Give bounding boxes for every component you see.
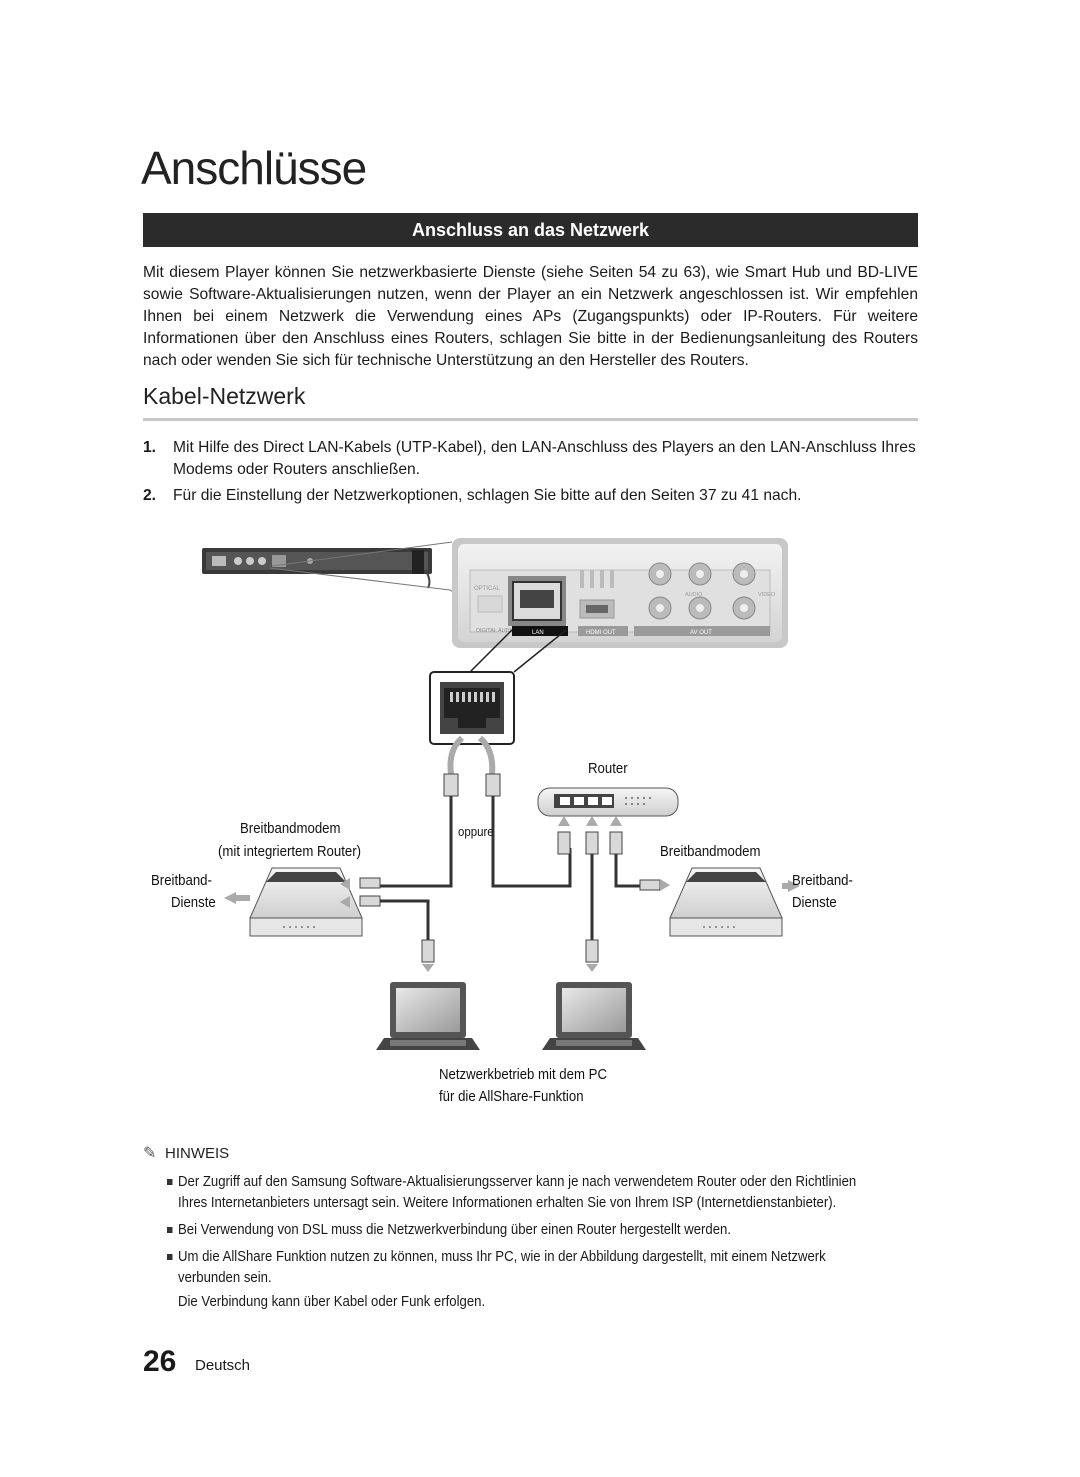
note-bullet-text: Bei Verwendung von DSL muss die Netzwerk… bbox=[178, 1222, 731, 1238]
step-text: Für die Einstellung der Netzwerkoptionen… bbox=[173, 487, 802, 504]
subheading-rule bbox=[143, 418, 918, 421]
label-service-left-2: Dienste bbox=[171, 894, 216, 911]
lan-jack-large bbox=[429, 671, 515, 745]
label-modem-left: Breitbandmodem bbox=[240, 820, 341, 837]
label-modem-left-sub: (mit integriertem Router) bbox=[218, 843, 362, 860]
note-bullet-text: Der Zugriff auf den Samsung Software-Akt… bbox=[178, 1174, 857, 1211]
player-rear-icon bbox=[202, 548, 432, 574]
network-diagram: OPTICAL DIGITAL AUDIO OUT LAN HDMI OUT bbox=[140, 530, 940, 1110]
router-icon bbox=[537, 787, 679, 817]
cable-plug bbox=[443, 773, 501, 797]
list-item: Der Zugriff auf den Samsung Software-Akt… bbox=[166, 1172, 859, 1214]
note-bullet-text: Um die AllShare Funktion nutzen zu könne… bbox=[178, 1249, 826, 1286]
list-item: Um die AllShare Funktion nutzen zu könne… bbox=[166, 1247, 859, 1289]
bullet-square-icon bbox=[166, 1227, 173, 1233]
step-number: 2. bbox=[143, 487, 157, 504]
section-header-bar: Anschluss an das Netzwerk bbox=[143, 213, 918, 247]
optical-label: OPTICAL bbox=[474, 586, 500, 592]
label-modem-right: Breitbandmodem bbox=[660, 843, 761, 860]
step-item: 1. Mit Hilfe des Direct LAN-Kabels (UTP-… bbox=[143, 437, 918, 481]
hdmi-out-label: HDMI OUT bbox=[586, 630, 616, 636]
list-item: Bei Verwendung von DSL muss die Netzwerk… bbox=[166, 1220, 859, 1241]
video-label: VIDEO bbox=[758, 592, 776, 598]
note-extra-line: Die Verbindung kann über Kabel oder Funk… bbox=[178, 1294, 486, 1310]
label-caption-2: für die AllShare-Funktion bbox=[439, 1088, 584, 1105]
page-language: Deutsch bbox=[195, 1357, 251, 1374]
left-modem-icon bbox=[249, 867, 363, 937]
pencil-icon: ✎ bbox=[143, 1145, 157, 1162]
right-laptop-icon bbox=[542, 982, 646, 1050]
step-text: Mit Hilfe des Direct LAN-Kabels (UTP-Kab… bbox=[173, 439, 916, 478]
page-number: 26 bbox=[143, 1345, 177, 1378]
subheading: Kabel-Netzwerk bbox=[143, 383, 306, 409]
note-heading: ✎ HINWEIS bbox=[143, 1143, 229, 1163]
label-service-left: Breitband- bbox=[151, 872, 212, 889]
note-heading-text: HINWEIS bbox=[165, 1145, 230, 1162]
right-modem-icon bbox=[669, 867, 783, 937]
bullet-square-icon bbox=[166, 1254, 173, 1260]
left-laptop-icon bbox=[376, 982, 480, 1050]
digital-audio-out-label: DIGITAL AUDIO OUT bbox=[476, 628, 529, 634]
label-service-right: Breitband- bbox=[792, 872, 853, 889]
audio-label: AUDIO bbox=[685, 592, 703, 598]
intro-paragraph: Mit diesem Player können Sie netzwerkbas… bbox=[143, 264, 918, 369]
label-service-right-2: Dienste bbox=[792, 894, 837, 911]
lan-label: LAN bbox=[532, 630, 544, 636]
label-oppure: oppure bbox=[458, 824, 494, 839]
step-number: 1. bbox=[143, 439, 157, 456]
network-diagram-graphic: OPTICAL DIGITAL AUDIO OUT LAN HDMI OUT bbox=[202, 538, 800, 1050]
step-item: 2. Für die Einstellung der Netzwerkoptio… bbox=[143, 485, 918, 507]
bullet-square-icon bbox=[166, 1179, 173, 1185]
page-title: Anschlüsse bbox=[141, 142, 367, 194]
label-router: Router bbox=[588, 760, 628, 777]
player-back-panel: OPTICAL DIGITAL AUDIO OUT LAN HDMI OUT bbox=[452, 538, 788, 648]
label-caption-1: Netzwerkbetrieb mit dem PC bbox=[439, 1066, 607, 1083]
note-list: Der Zugriff auf den Samsung Software-Akt… bbox=[166, 1172, 859, 1313]
av-out-label: AV OUT bbox=[690, 630, 712, 636]
